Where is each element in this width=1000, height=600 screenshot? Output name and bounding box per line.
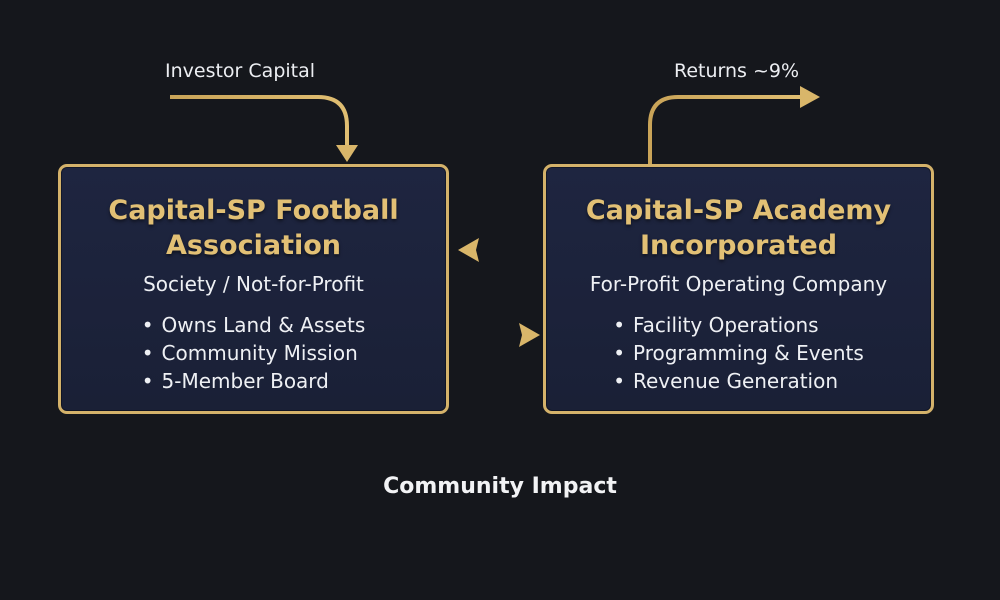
entity-title-line2: Association [166, 230, 341, 261]
arrow-right-icon [457, 323, 540, 347]
investor-capital-label: Investor Capital [165, 60, 316, 82]
football-association-box: Capital-SP Football Association Society … [58, 164, 449, 414]
entity-subtitle: Society / Not-for-Profit [143, 272, 364, 296]
community-impact-label: Community Impact [383, 474, 617, 499]
bullet-item: Revenue Generation [613, 367, 864, 395]
bullet-item: 5-Member Board [142, 367, 366, 395]
arrow-left-icon [458, 238, 541, 262]
entity-bullets: Facility Operations Programming & Events… [613, 311, 864, 395]
returns-arrow-icon [648, 86, 820, 164]
bullet-item: Owns Land & Assets [142, 311, 366, 339]
entity-bullets: Owns Land & Assets Community Mission 5-M… [142, 311, 366, 395]
bullet-item: Community Mission [142, 339, 366, 367]
bullet-item: Facility Operations [613, 311, 864, 339]
investor-capital-arrow-icon [170, 95, 358, 162]
entity-title-line2: Incorporated [639, 230, 838, 261]
entity-title-line1: Capital-SP Academy [585, 195, 892, 226]
entity-subtitle: For-Profit Operating Company [589, 272, 888, 296]
bullet-item: Programming & Events [613, 339, 864, 367]
returns-label: Returns ~9% [674, 60, 800, 82]
entity-title: Capital-SP Football Association [61, 193, 446, 263]
entity-title-line1: Capital-SP Football [108, 195, 399, 226]
entity-title: Capital-SP Academy Incorporated [546, 193, 931, 263]
academy-incorporated-box: Capital-SP Academy Incorporated For-Prof… [543, 164, 934, 414]
